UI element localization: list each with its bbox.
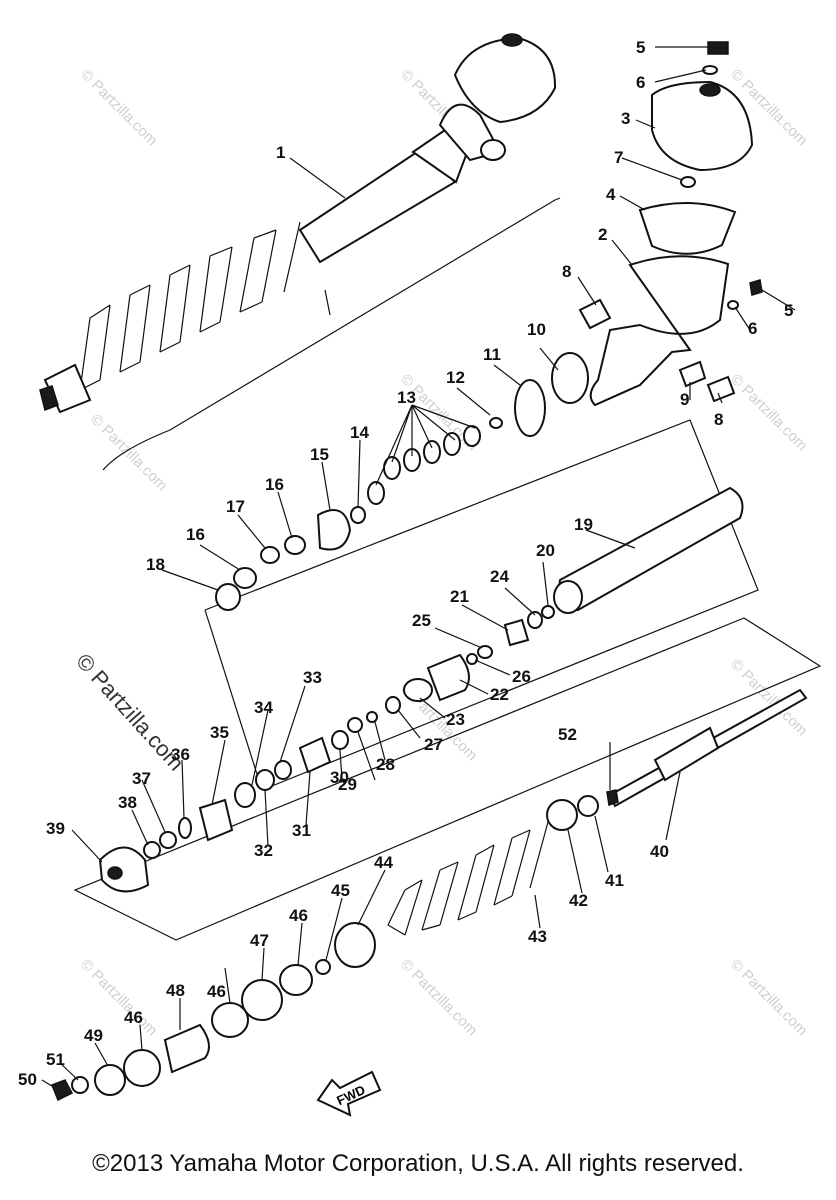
callout-42: 42: [569, 891, 588, 910]
callout-18: 18: [146, 555, 165, 574]
fwd-arrow-icon: FWD: [316, 1070, 382, 1117]
callout-28: 28: [376, 755, 395, 774]
callout-36: 36: [171, 745, 190, 764]
strut-spring: [79, 221, 301, 391]
callout-34: 34: [254, 698, 273, 717]
callout-19: 19: [574, 515, 593, 534]
outline-rear-group: [204, 419, 759, 791]
callout-39: 39: [46, 819, 65, 838]
callout-46-b: 46: [207, 982, 226, 1001]
callout-50: 50: [18, 1070, 37, 1089]
callout-24: 24: [490, 567, 509, 586]
watermark: © Partzilla.com: [397, 956, 480, 1039]
main-spring: [387, 821, 549, 936]
callout-11: 11: [483, 345, 501, 364]
callout-40: 40: [650, 842, 669, 861]
callouts: 1 2 3 4 5 5 6 6 7 8 8 9 10 11 12 13 14 1…: [18, 38, 793, 1089]
callout-51: 51: [46, 1050, 65, 1069]
damper-body-parts: [385, 486, 744, 714]
callout-5-top: 5: [636, 38, 645, 57]
exploded-parts-diagram: © Partzilla.com © Partzilla.com © Partzi…: [18, 33, 822, 1117]
callout-35: 35: [210, 723, 229, 742]
callout-6-top: 6: [636, 73, 645, 92]
callout-9: 9: [680, 390, 689, 409]
callout-26: 26: [512, 667, 531, 686]
callout-13: 13: [397, 388, 416, 407]
leader-lines: [41, 46, 796, 1089]
callout-38: 38: [118, 793, 137, 812]
callout-33: 33: [303, 668, 322, 687]
callout-44: 44: [374, 853, 393, 872]
strut-assembly: [39, 33, 557, 414]
callout-5-side: 5: [784, 301, 793, 320]
callout-46-a: 46: [289, 906, 308, 925]
callout-29: 29: [338, 775, 357, 794]
lower-stack: [51, 922, 376, 1102]
valve-parts: [98, 688, 808, 893]
callout-7: 7: [614, 148, 623, 167]
bearing-stack: [215, 379, 546, 611]
callout-16-upper: 16: [265, 475, 284, 494]
callout-25: 25: [412, 611, 431, 630]
watermark: © Partzilla.com: [727, 956, 810, 1039]
outline-shaft-group: [73, 617, 822, 941]
watermark: © Partzilla.com: [77, 66, 160, 149]
callout-3: 3: [621, 109, 630, 128]
housing-parts: [551, 41, 763, 407]
callout-37: 37: [132, 769, 151, 788]
callout-16-lower: 16: [186, 525, 205, 544]
callout-21: 21: [450, 587, 469, 606]
callout-1: 1: [276, 143, 285, 162]
callout-17: 17: [226, 497, 245, 516]
callout-8-top: 8: [562, 262, 571, 281]
callout-22: 22: [490, 685, 509, 704]
callout-20: 20: [536, 541, 555, 560]
callout-43: 43: [528, 927, 547, 946]
callout-41: 41: [605, 871, 624, 890]
callout-32: 32: [254, 841, 273, 860]
callout-14: 14: [350, 423, 369, 442]
callout-47: 47: [250, 931, 269, 950]
callout-2: 2: [598, 225, 607, 244]
callout-52: 52: [558, 725, 577, 744]
watermark: © Partzilla.com: [87, 411, 170, 494]
callout-27: 27: [424, 735, 443, 754]
callout-49: 49: [84, 1026, 103, 1045]
callout-10: 10: [527, 320, 546, 339]
callout-31: 31: [292, 821, 311, 840]
callout-15: 15: [310, 445, 329, 464]
callout-23: 23: [446, 710, 465, 729]
callout-6-side: 6: [748, 319, 757, 338]
copyright-notice: ©2013 Yamaha Motor Corporation, U.S.A. A…: [92, 1150, 744, 1177]
callout-8-bottom: 8: [714, 410, 723, 429]
callout-48: 48: [166, 981, 185, 1000]
callout-12: 12: [446, 368, 465, 387]
callout-46-c: 46: [124, 1008, 143, 1027]
watermark: © Partzilla.com: [727, 371, 810, 454]
callout-4: 4: [606, 185, 616, 204]
callout-45: 45: [331, 881, 350, 900]
callout-30: 30: [330, 768, 349, 787]
